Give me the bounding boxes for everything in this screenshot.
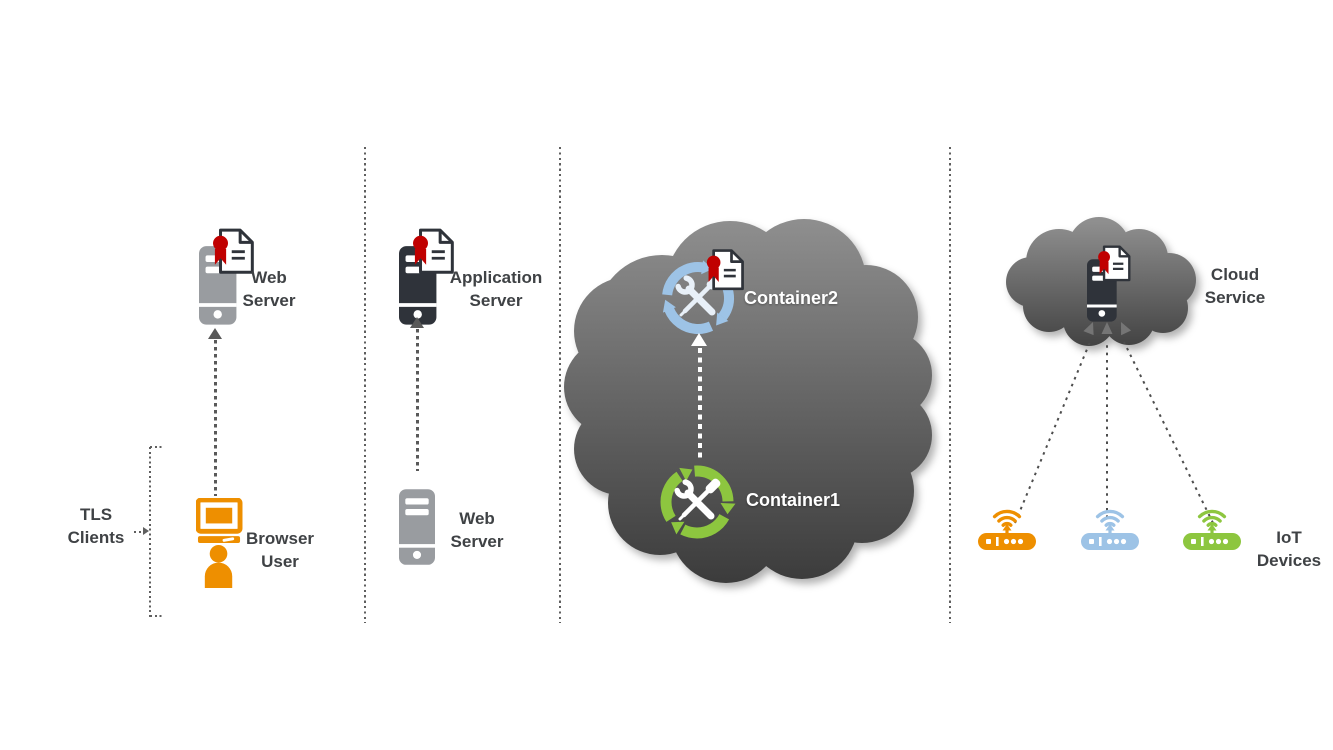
web-server-label: Web Server [242, 268, 296, 310]
column-divider-2 [559, 147, 561, 623]
iot-router-orange-icon [978, 509, 1036, 550]
container1-label: Container1 [746, 490, 841, 510]
cloud-server-certificate-icon [1087, 243, 1133, 323]
cloud-service-label: Cloud Service [1204, 265, 1266, 307]
tools-icon [676, 477, 722, 519]
column-divider-1 [364, 147, 366, 623]
containers-cloud [564, 219, 932, 583]
tls-clients-bracket-bottom-tick [150, 615, 163, 617]
arrow-webserver-to-appserver-line [416, 329, 419, 471]
tls-clients-bracket [149, 447, 151, 617]
arrow-browser-to-webserver-line [214, 340, 217, 496]
arrow-container1-to-container2-line [698, 348, 702, 460]
column-divider-3 [949, 147, 951, 623]
iot-to-cloud-arrows [1014, 322, 1214, 524]
iot-devices-label: IoT Devices [1256, 528, 1322, 570]
web-server-client-label: Web Server [450, 509, 504, 551]
container1-icon [660, 465, 736, 539]
iot-router-blue-icon [1081, 509, 1139, 550]
container2-icon [662, 249, 744, 334]
application-server-label: Application Server [449, 268, 543, 310]
browser-user-label: Browser User [245, 529, 315, 571]
tls-clients-bracket-mid-arrow [143, 527, 149, 535]
container2-label: Container2 [744, 288, 839, 308]
arrow-browser-to-webserver-head [208, 328, 222, 339]
tls-clients-bracket-top-tick [150, 446, 163, 448]
iot-router-green-icon [1183, 509, 1241, 550]
arrow-webserver-to-appserver-head [410, 317, 424, 328]
arrow-container1-to-container2-head [691, 333, 707, 346]
tls-clients-bracket-mid-tick [134, 531, 144, 533]
tls-clients-label: TLS Clients [67, 505, 125, 547]
